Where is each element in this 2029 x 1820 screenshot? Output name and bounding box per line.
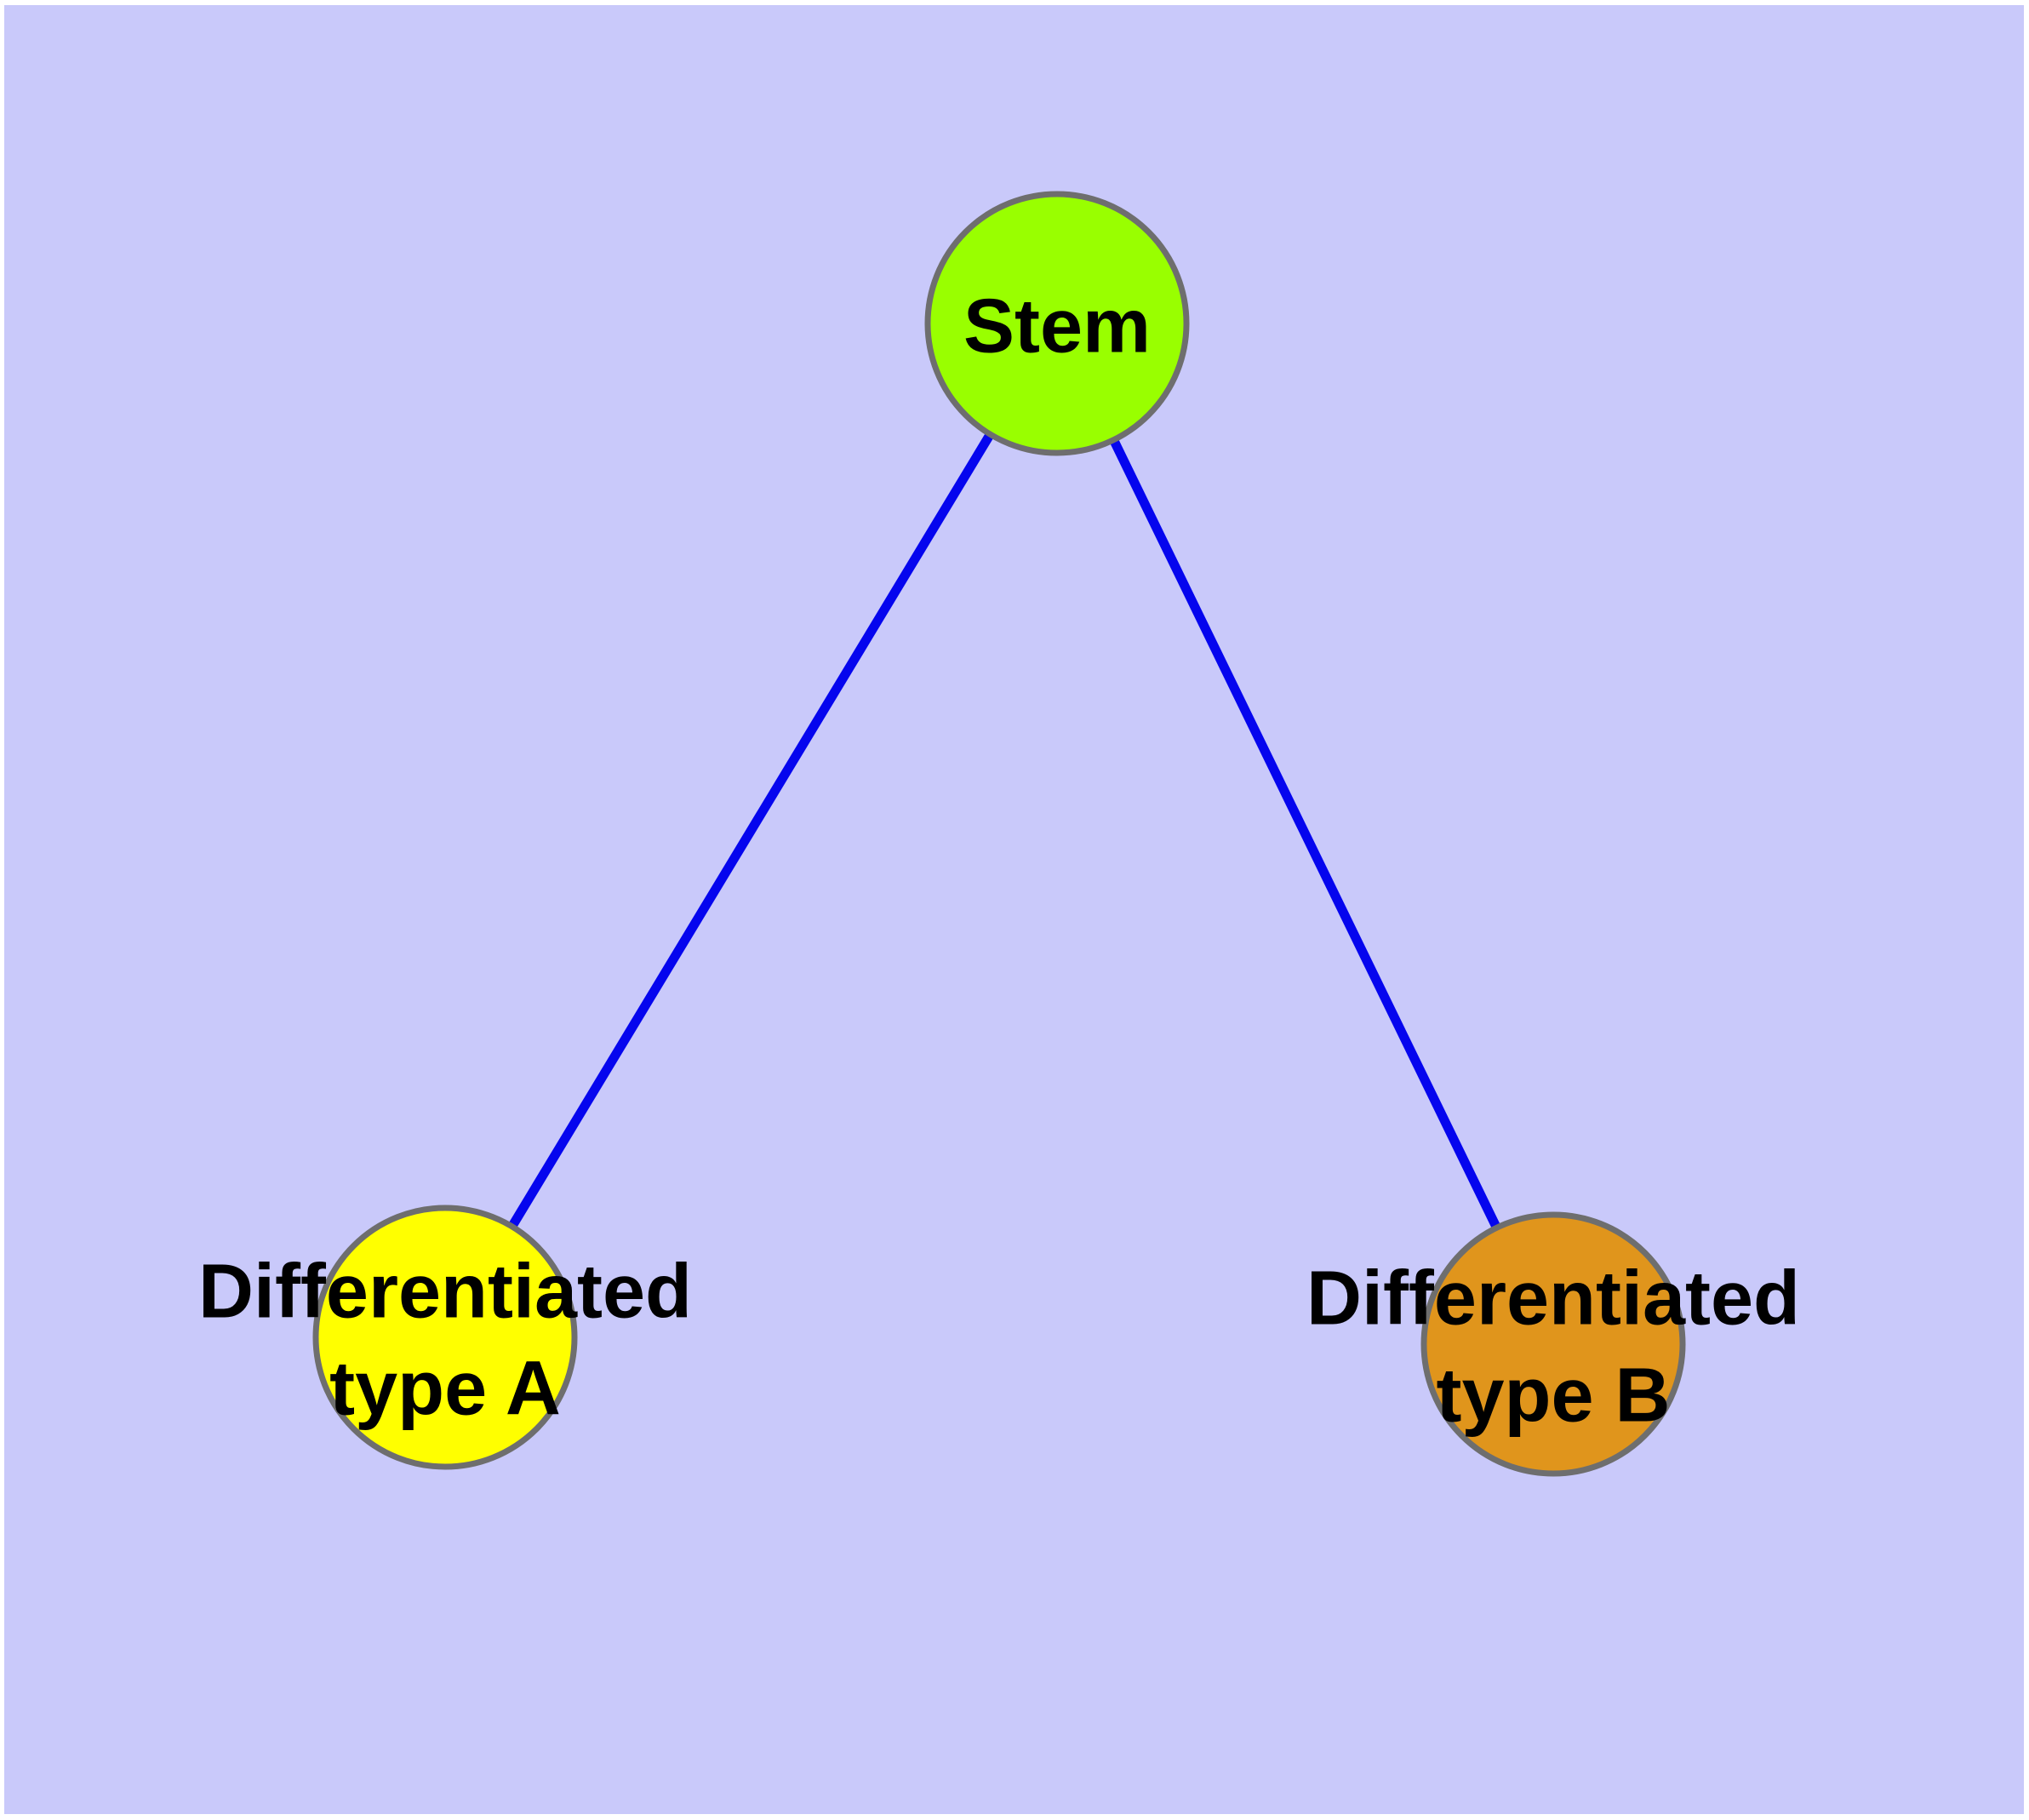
edge-stem-to-differentiated-type-b[interactable] <box>1053 321 1557 1347</box>
edge-stem-to-differentiated-type-a[interactable] <box>441 321 1061 1340</box>
node-differentiated-type-b[interactable] <box>1420 1211 1686 1477</box>
node-differentiated-type-a[interactable] <box>312 1205 578 1470</box>
nodes-layer <box>312 191 1686 1477</box>
edges-layer <box>441 321 1557 1347</box>
node-stem[interactable] <box>924 191 1190 456</box>
